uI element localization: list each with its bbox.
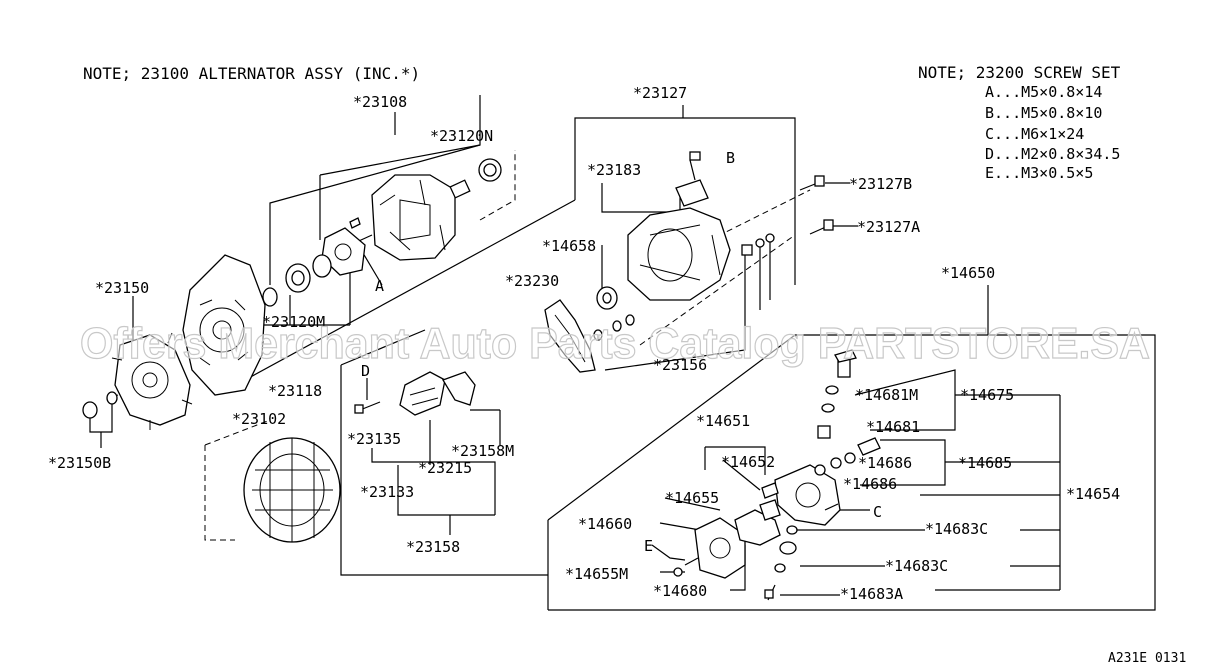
rotor-23108 bbox=[349, 174, 471, 261]
label-14685: *14685 bbox=[958, 454, 1012, 472]
label-screw-c: C bbox=[873, 503, 882, 521]
label-14675: *14675 bbox=[960, 386, 1014, 404]
rear-cover-23230 bbox=[544, 299, 596, 373]
stator-23102 bbox=[243, 437, 341, 543]
brush-holder-23133 bbox=[354, 371, 476, 416]
screw-set-item-b: B...M5×0.8×10 bbox=[985, 104, 1102, 122]
pump-housing-14660 bbox=[694, 482, 781, 579]
bolt-23127b bbox=[799, 175, 825, 191]
rear-nuts bbox=[741, 233, 775, 256]
label-14683c-upper: *14683C bbox=[925, 520, 988, 538]
screw-set-item-c: C...M6×1×24 bbox=[985, 125, 1084, 143]
bearing-14658 bbox=[596, 286, 618, 310]
label-23215: *23215 bbox=[418, 459, 472, 477]
front-cover-23118 bbox=[182, 254, 266, 396]
watermark: Offers Merchant Auto Parts Catalog PARTS… bbox=[80, 319, 1150, 368]
label-14658: *14658 bbox=[542, 237, 596, 255]
nut-23150b bbox=[82, 391, 118, 419]
label-screw-e: E bbox=[644, 537, 653, 555]
label-14681: *14681 bbox=[866, 418, 920, 436]
leader-lines bbox=[89, 95, 1156, 611]
label-14680: *14680 bbox=[653, 582, 707, 600]
label-23158m: *23158M bbox=[451, 442, 514, 460]
label-screw-d: D bbox=[361, 362, 370, 380]
label-14683a: *14683A bbox=[840, 585, 903, 603]
label-23108: *23108 bbox=[353, 93, 407, 111]
vacuum-pump-14654 bbox=[774, 349, 881, 526]
label-23127b: *23127B bbox=[849, 175, 912, 193]
label-14650: *14650 bbox=[941, 264, 995, 282]
label-23158: *23158 bbox=[406, 538, 460, 556]
label-23135: *23135 bbox=[347, 430, 401, 448]
label-23230: *23230 bbox=[505, 272, 559, 290]
screw-set-note-title: NOTE; 23200 SCREW SET bbox=[918, 63, 1121, 82]
label-14651: *14651 bbox=[696, 412, 750, 430]
alternator-assy-note: NOTE; 23100 ALTERNATOR ASSY (INC.*) bbox=[83, 64, 420, 83]
label-23127a: *23127A bbox=[857, 218, 920, 236]
label-23120n: *23120N bbox=[430, 127, 493, 145]
label-14683c-lower: *14683C bbox=[885, 557, 948, 575]
front-bearing-23120m bbox=[262, 217, 366, 307]
label-23102: *23102 bbox=[232, 410, 286, 428]
label-23118: *23118 bbox=[268, 382, 322, 400]
screw-set-item-a: A...M5×0.8×14 bbox=[985, 83, 1102, 101]
small-parts-14683 bbox=[673, 503, 839, 601]
label-23183: *23183 bbox=[587, 161, 641, 179]
washers-23156 bbox=[593, 314, 635, 341]
label-screw-b: B bbox=[726, 149, 735, 167]
label-23127: *23127 bbox=[633, 84, 687, 102]
label-14655m: *14655M bbox=[565, 565, 628, 583]
pulley-23150 bbox=[107, 332, 193, 430]
label-14654: *14654 bbox=[1066, 485, 1120, 503]
label-screw-a: A bbox=[375, 277, 384, 295]
label-14660: *14660 bbox=[578, 515, 632, 533]
label-23150b: *23150B bbox=[48, 454, 111, 472]
label-23156: *23156 bbox=[653, 356, 707, 374]
bolt-23127a bbox=[809, 219, 834, 235]
label-23150: *23150 bbox=[95, 279, 149, 297]
screw-set-item-d: D...M2×0.8×34.5 bbox=[985, 145, 1120, 163]
bearing-23120n bbox=[478, 158, 502, 182]
label-14686-upper: *14686 bbox=[858, 454, 912, 472]
label-14681m: *14681M bbox=[855, 386, 918, 404]
figure-code: A231E 0131 bbox=[1108, 651, 1186, 666]
rear-cover-23127 bbox=[627, 151, 731, 301]
label-23120m: *23120M bbox=[262, 313, 325, 331]
label-23133: *23133 bbox=[360, 483, 414, 501]
label-14652: *14652 bbox=[721, 453, 775, 471]
label-14686-lower: *14686 bbox=[843, 475, 897, 493]
label-14655: *14655 bbox=[665, 489, 719, 507]
screw-set-item-e: E...M3×0.5×5 bbox=[985, 164, 1093, 182]
